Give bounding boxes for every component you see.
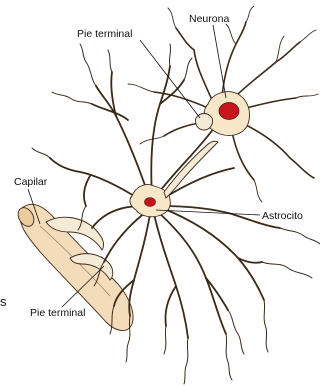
label-pie-terminal-bottom: Pie terminal: [30, 307, 85, 319]
label-astrocito: Astrocito: [262, 210, 303, 222]
label-neurona: Neurona: [189, 13, 229, 25]
leader-neurona: [213, 25, 226, 98]
astrocyte-foot-to-neuron: [164, 141, 218, 198]
edge-glyph: s: [0, 294, 7, 309]
astrocyte-nucleus: [145, 198, 156, 207]
neuron: [128, 6, 318, 202]
neuron-nucleus: [219, 103, 239, 120]
label-pie-terminal-top: Pie terminal: [77, 28, 132, 40]
label-capilar: Capilar: [14, 176, 48, 188]
